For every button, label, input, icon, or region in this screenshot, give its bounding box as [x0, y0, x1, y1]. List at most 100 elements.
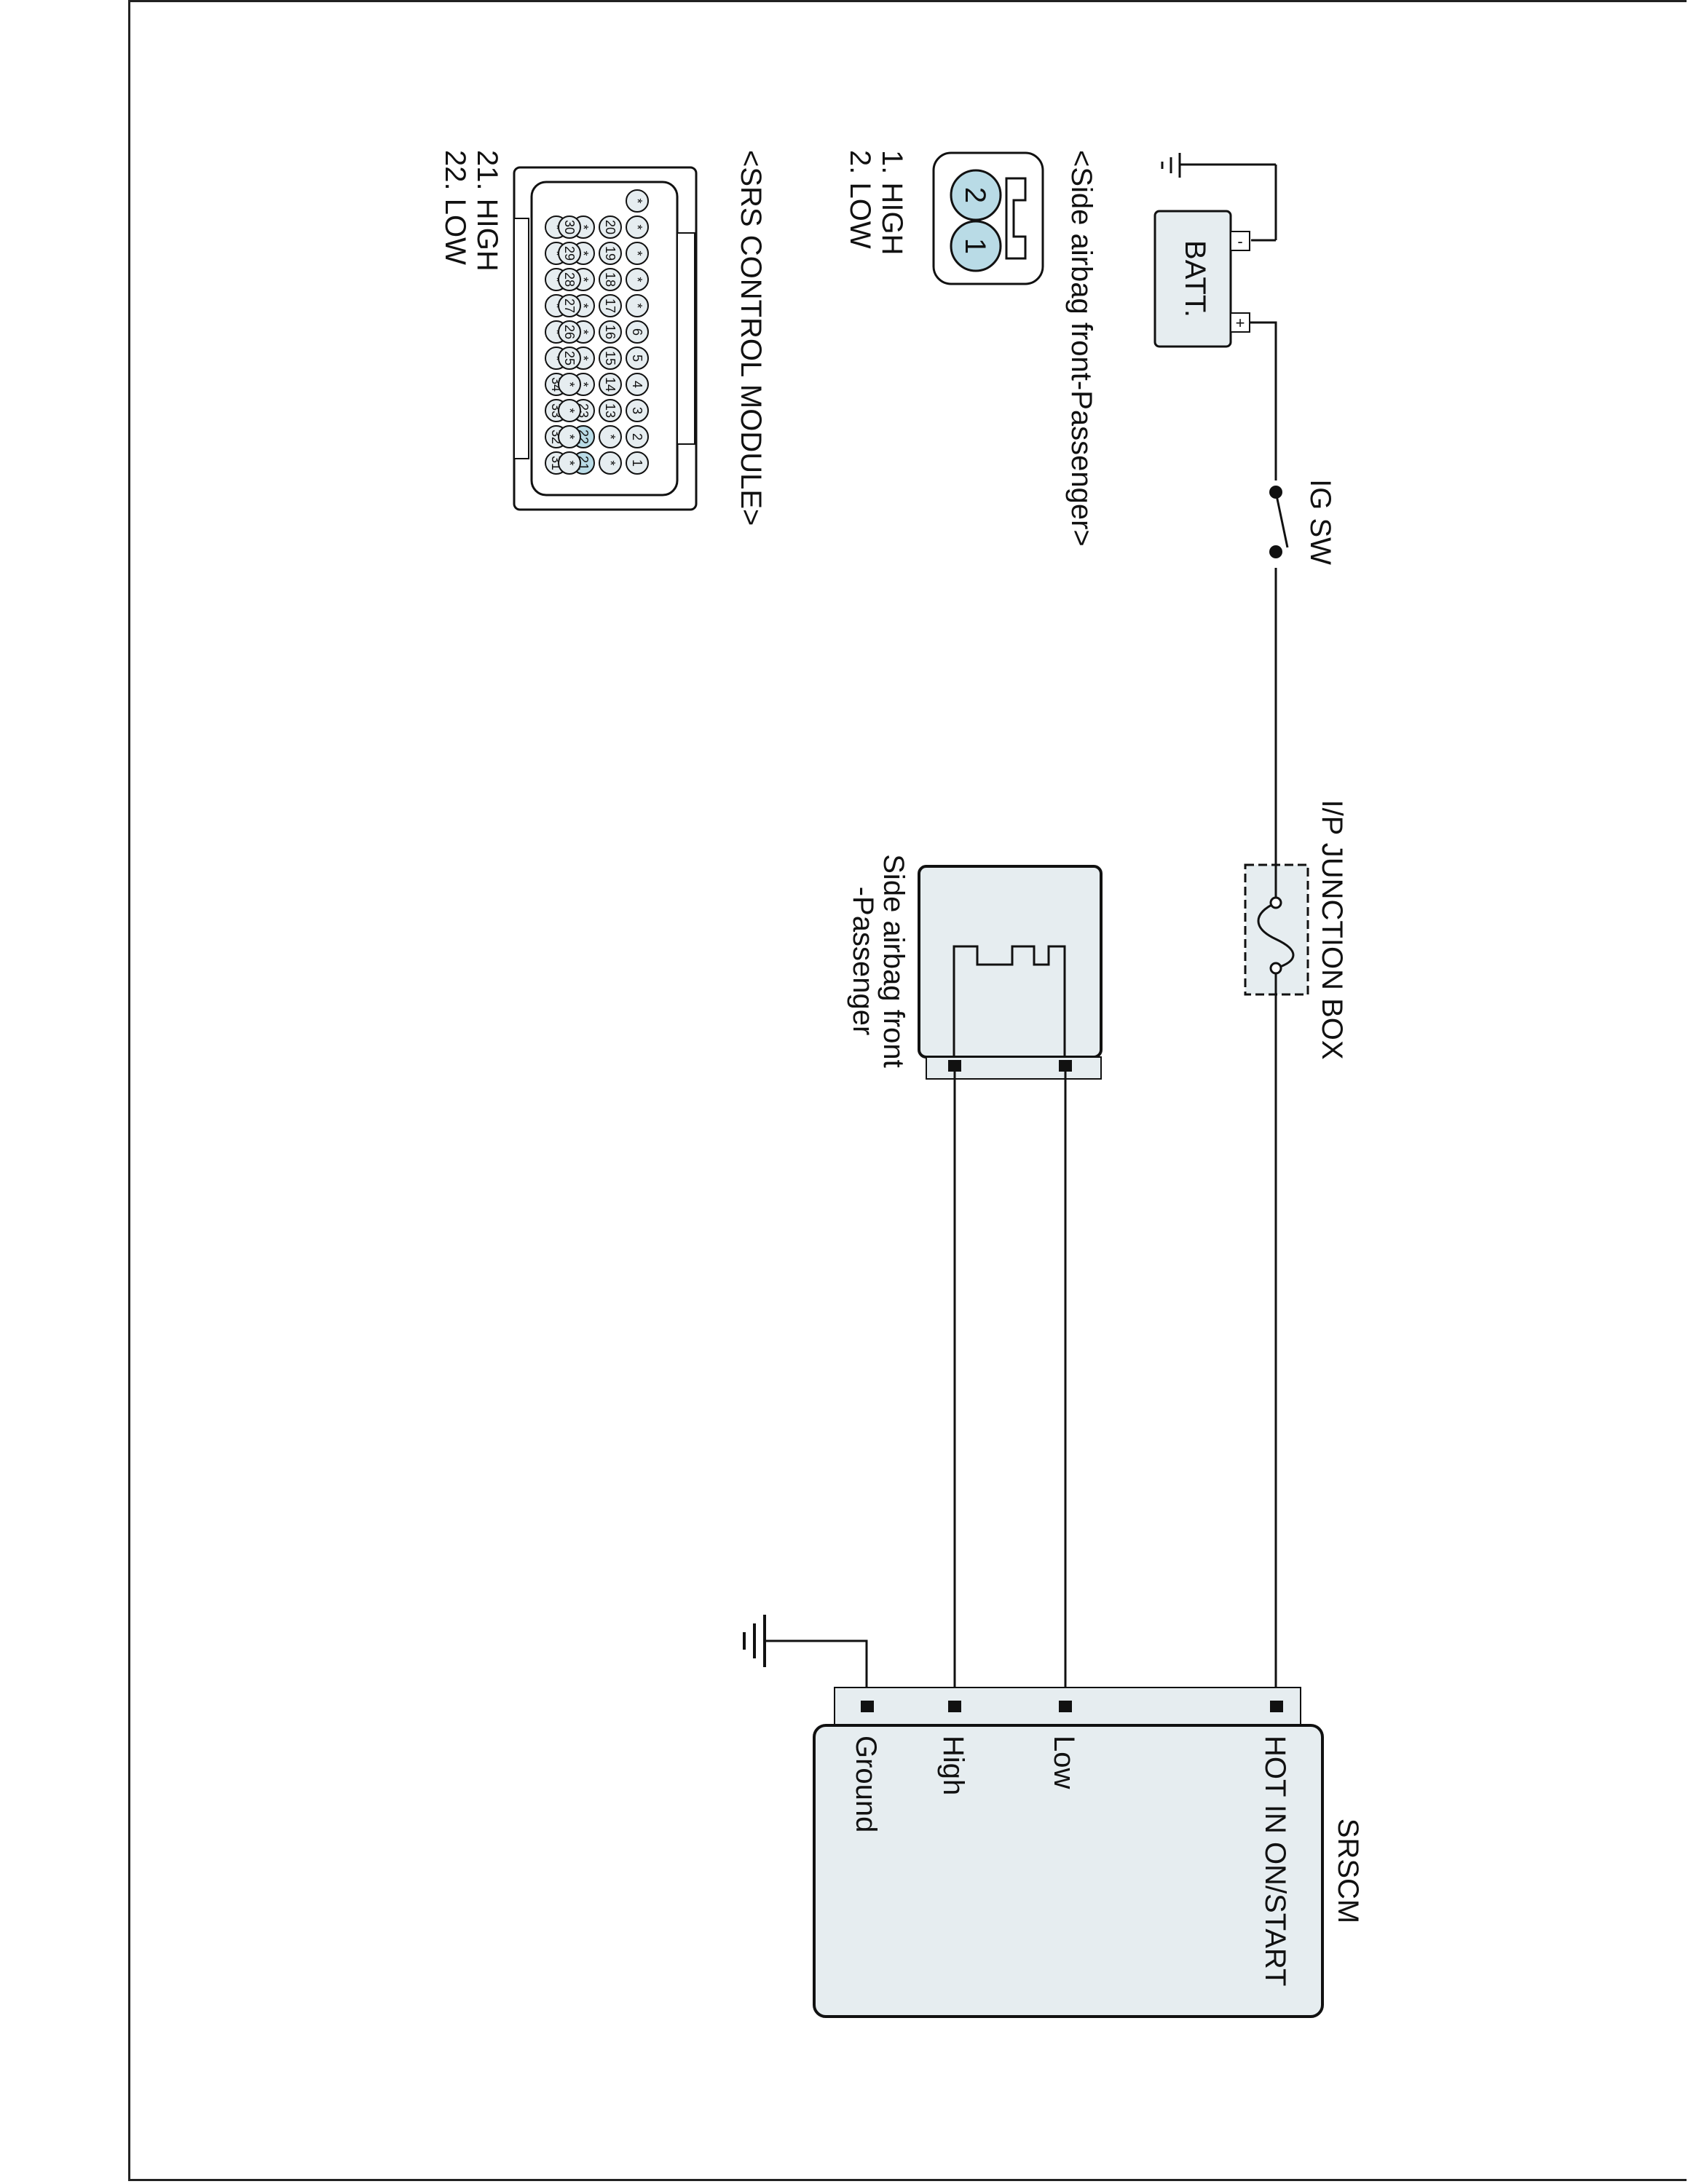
airbag-connector-detail: 2 1 <Side airbag front-Passenger> 1. HIG…: [844, 150, 1097, 547]
srs-pin-label: 20: [603, 220, 618, 234]
srs-pin-label: 29: [562, 246, 577, 261]
srs-pin-blank: [599, 451, 622, 475]
srs-pin-label: 17: [603, 298, 618, 313]
srscm-pin-low: Low: [1048, 1736, 1080, 1789]
ig-switch-label: IG SW: [1304, 479, 1336, 565]
srs-pin-label: 16: [603, 325, 618, 339]
srs-pin-label: *: [576, 355, 591, 360]
srs-pin-blank: [599, 425, 622, 448]
srs-pin-blank: [626, 215, 649, 239]
srs-pin-label: 14: [603, 377, 618, 392]
srs-pin-label: 19: [603, 246, 618, 261]
srs-pin-label: *: [630, 303, 644, 308]
srs-pin-label: *: [576, 303, 591, 308]
srs-pin-14: [599, 373, 622, 396]
battery: - + BATT.: [1153, 210, 1250, 348]
srs-pin-19: [599, 242, 622, 265]
srs-pin-label: *: [562, 408, 577, 413]
junction-box-label: I/P JUNCTION BOX: [1316, 799, 1348, 1059]
srscm-pin-ground: Ground: [850, 1736, 882, 1832]
srs-pin-label: *: [576, 381, 591, 387]
srs-pin-26: [558, 320, 581, 344]
srs-pin-label: 18: [603, 272, 618, 287]
srs-pin-5: [626, 347, 649, 370]
srscm-pin-hot: HOT IN ON/START: [1259, 1736, 1291, 1986]
side-airbag-label-line2: -Passenger: [847, 887, 879, 1036]
side-airbag-label-line1: Side airbag front: [877, 854, 910, 1068]
srs-pin-4: [626, 373, 649, 396]
srs-pin-15: [599, 347, 622, 370]
srs-pin-label: *: [630, 277, 644, 282]
srs-pin-label: *: [549, 355, 564, 360]
srs-pin-label: 27: [562, 298, 577, 313]
srs-pin-label: *: [630, 198, 644, 203]
srs-pin-label: *: [603, 434, 618, 439]
srscm-title: SRSCM: [1332, 1819, 1364, 1923]
srs-pin-29: [558, 242, 581, 265]
srs-pin-blank: [626, 242, 649, 265]
srs-pin-28: [558, 268, 581, 291]
srs-pin-label: *: [576, 250, 591, 256]
srs-pin-label: *: [549, 277, 564, 282]
srs-pin-6: [626, 320, 649, 344]
srs-pin-label: *: [549, 224, 564, 229]
airbag-connector-pin-2: 2: [959, 187, 991, 203]
srs-connector-pins: 123456*******1314151617181920212223*****…: [545, 189, 649, 475]
srs-pin-blank: [558, 373, 581, 396]
srs-pin-18: [599, 268, 622, 291]
srs-pin-label: *: [576, 277, 591, 282]
srs-pin-25: [558, 347, 581, 370]
srs-pin-label: *: [576, 329, 591, 334]
srs-pin-label: 5: [630, 355, 644, 362]
airbag-connector-title: <Side airbag front-Passenger>: [1065, 150, 1097, 547]
srs-pin-27: [558, 294, 581, 317]
srs-pin-label: 13: [603, 403, 618, 418]
srs-pin-label: *: [630, 250, 644, 256]
airbag-wires: [765, 1072, 1067, 1705]
srs-pin-blank: [626, 268, 649, 291]
srs-pin-label: 25: [562, 351, 577, 365]
airbag-connector-pin2-desc: 2. LOW: [844, 150, 876, 249]
srs-pin-label: *: [549, 250, 564, 256]
srs-pin-2: [626, 425, 649, 448]
srscm-module: SRSCM HOT IN ON/START Low High Ground: [813, 1687, 1364, 2018]
battery-label: BATT.: [1179, 240, 1211, 317]
junction-box: I/P JUNCTION BOX: [1244, 799, 1348, 1060]
srs-pin-17: [599, 294, 622, 317]
srs-connector-pin22-desc: 22. LOW: [439, 150, 471, 265]
srs-pin-blank: [626, 294, 649, 317]
airbag-connector-pin1-desc: 1. HIGH: [876, 150, 908, 255]
srs-pin-label: *: [562, 381, 577, 387]
srs-pin-label: 6: [630, 328, 644, 336]
srs-pin-blank: [558, 425, 581, 448]
srs-pin-3: [626, 399, 649, 422]
srs-pin-label: *: [562, 460, 577, 465]
srs-pin-blank: [558, 451, 581, 475]
srs-pin-blank: [626, 189, 649, 213]
top-ground-symbol: [1161, 153, 1277, 242]
srs-pin-16: [599, 320, 622, 344]
airbag-connector-pin-1: 1: [959, 238, 991, 254]
battery-neg-terminal: -: [1237, 232, 1242, 250]
srs-pin-1: [626, 451, 649, 475]
battery-pos-terminal: +: [1236, 314, 1245, 332]
srs-pin-label: 28: [562, 272, 577, 287]
srs-connector-pin21-desc: 21. HIGH: [471, 150, 503, 272]
srs-module-connector-detail: 123456*******1314151617181920212223*****…: [439, 150, 767, 526]
srscm-pin-high: High: [937, 1736, 969, 1795]
srs-pin-label: *: [549, 329, 564, 334]
srs-pin-label: *: [549, 303, 564, 308]
srs-connector-title: <SRS CONTROL MODULE>: [735, 150, 767, 526]
srs-pin-label: *: [562, 434, 577, 439]
srs-pin-label: *: [630, 224, 644, 229]
srs-pin-label: 4: [630, 381, 644, 388]
srs-pin-label: 30: [562, 220, 577, 234]
bottom-ground-symbol: [743, 1615, 766, 1667]
srs-pin-label: 1: [630, 459, 644, 467]
side-airbag-component: Side airbag front -Passenger: [847, 854, 1103, 1080]
srs-pin-blank: [558, 399, 581, 422]
page-frame: [128, 0, 1687, 2181]
srs-pin-label: 26: [562, 325, 577, 339]
srs-pin-label: 15: [603, 351, 618, 365]
